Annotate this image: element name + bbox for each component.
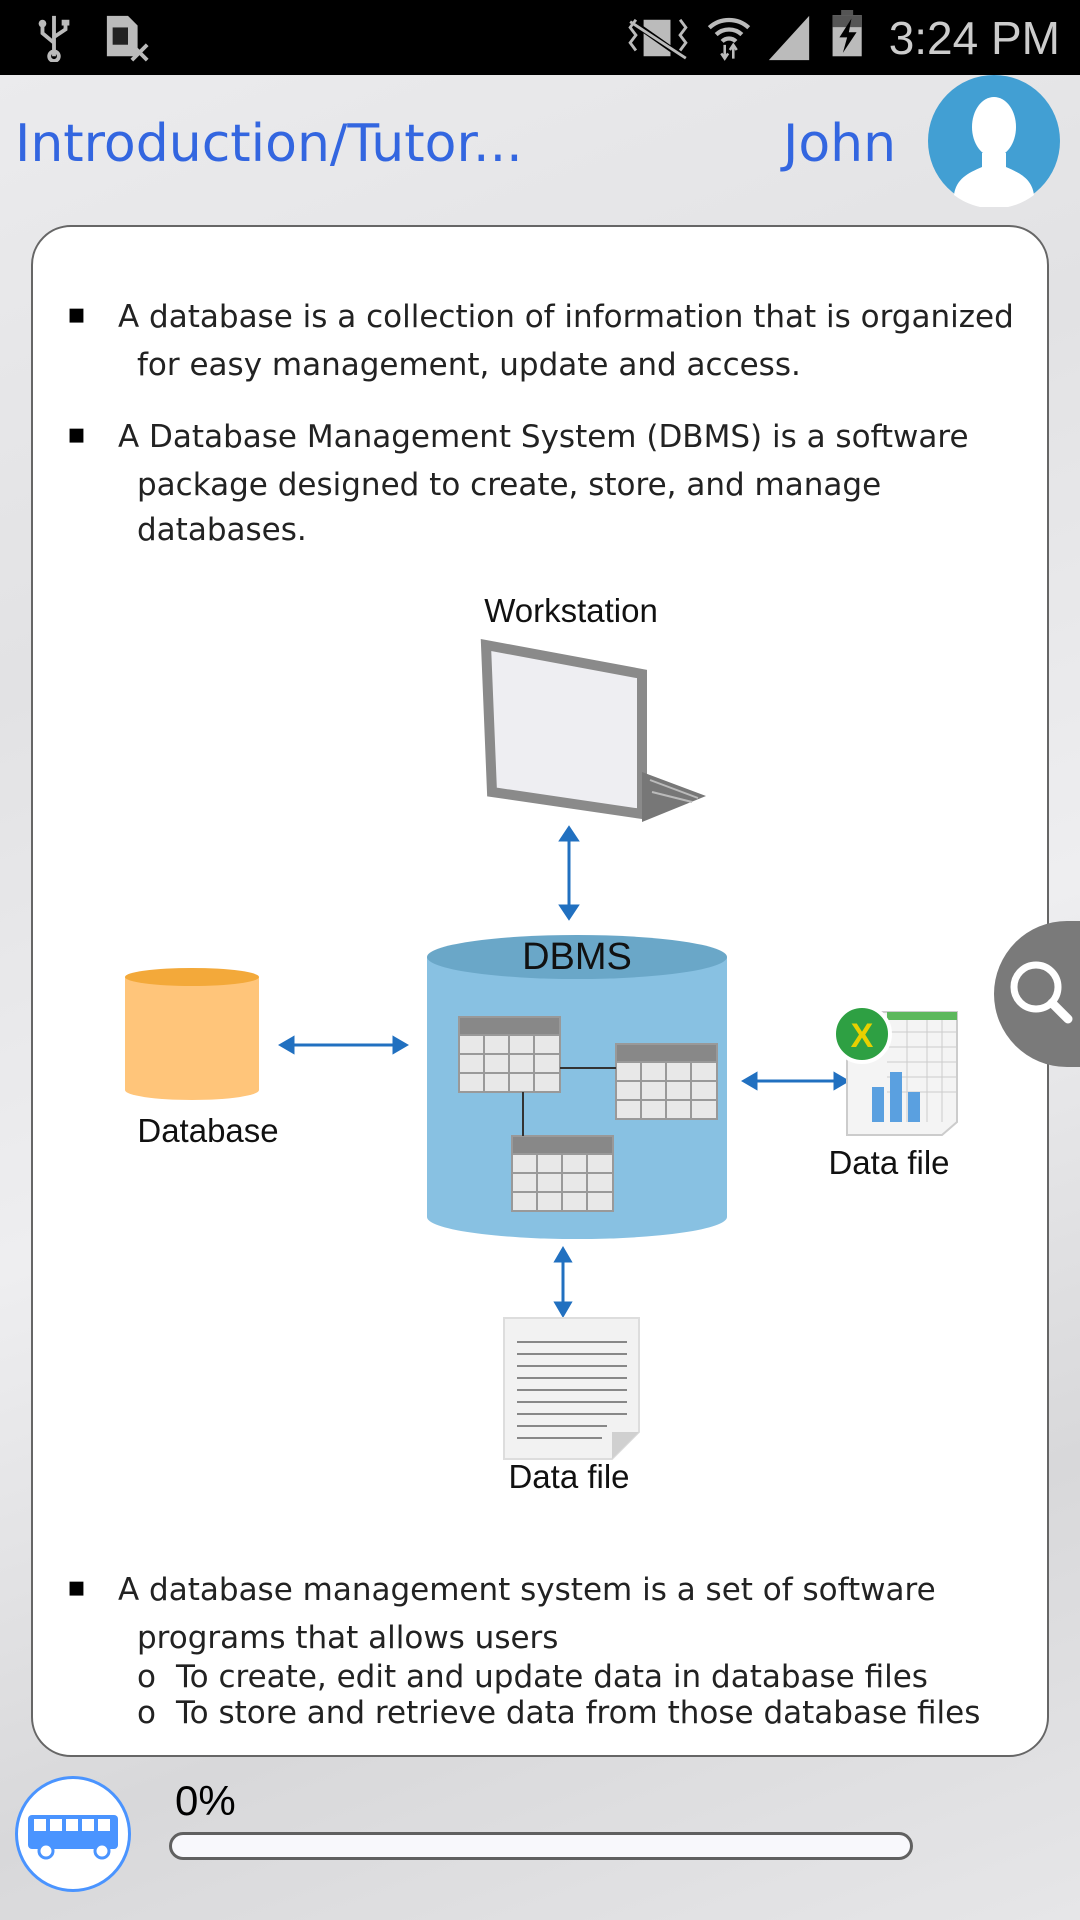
bullet-2-line-2: package designed to create, store, and m… bbox=[137, 467, 882, 503]
sub-marker: o bbox=[137, 1659, 156, 1695]
database-label: Database bbox=[137, 1112, 278, 1149]
sim-missing-icon bbox=[106, 15, 149, 62]
usb-icon bbox=[38, 15, 70, 62]
sub-item-1: To create, edit and update data in datab… bbox=[176, 1659, 928, 1695]
sub-item-2: To store and retrieve data from those da… bbox=[176, 1695, 981, 1731]
workstation-label: Workstation bbox=[484, 592, 658, 629]
vibrate-mute-icon bbox=[628, 18, 688, 61]
database-cylinder-icon bbox=[125, 968, 259, 1100]
table-icon bbox=[615, 1043, 718, 1120]
search-button[interactable] bbox=[994, 921, 1080, 1067]
arrow-dbms-document bbox=[553, 1246, 573, 1318]
table-icon bbox=[511, 1135, 614, 1212]
arrow-database-dbms bbox=[278, 1035, 409, 1055]
clock: 3:24 PM bbox=[888, 12, 1060, 64]
dbms-label: DBMS bbox=[522, 936, 632, 978]
document-icon bbox=[503, 1317, 640, 1460]
content-card: ▪ A database is a collection of informat… bbox=[31, 225, 1049, 1757]
bullet-marker: ▪ bbox=[67, 1570, 86, 1603]
data-file-excel-label: Data file bbox=[828, 1144, 949, 1181]
data-file-document-label: Data file bbox=[508, 1458, 629, 1495]
user-silhouette-icon bbox=[954, 97, 1034, 209]
bus-button[interactable] bbox=[15, 1776, 131, 1892]
dbms-cylinder: DBMS bbox=[427, 935, 727, 1239]
bullet-1-line-2: for easy management, update and access. bbox=[137, 347, 801, 383]
bullet-3-line-1: A database management system is a set of… bbox=[118, 1572, 936, 1608]
progress-text: 0% bbox=[175, 1777, 236, 1824]
bullet-1-line-1: A database is a collection of informatio… bbox=[118, 299, 1014, 335]
wifi-icon bbox=[707, 17, 751, 61]
page-title[interactable]: Introduction/Tutor... bbox=[15, 114, 523, 174]
battery-charging-icon bbox=[832, 10, 862, 57]
dbms-diagram: Workstation DBMS Database bbox=[125, 592, 958, 1495]
bullet-2-line-1: A Database Management System (DBMS) is a… bbox=[118, 419, 969, 455]
bullet-3-line-2: programs that allows users bbox=[137, 1620, 559, 1656]
signal-icon bbox=[768, 15, 810, 61]
laptop-icon bbox=[480, 638, 706, 822]
magnifier-icon bbox=[1010, 961, 1073, 1024]
bullet-marker: ▪ bbox=[67, 417, 86, 450]
bus-icon bbox=[28, 1815, 118, 1860]
arrow-workstation-dbms bbox=[558, 825, 580, 921]
status-bar: 3:24 PM bbox=[0, 0, 1080, 75]
avatar[interactable] bbox=[928, 75, 1060, 209]
sub-marker: o bbox=[137, 1695, 156, 1731]
bullet-2-line-3: databases. bbox=[137, 512, 307, 548]
bullet-marker: ▪ bbox=[67, 297, 86, 330]
user-name[interactable]: John bbox=[783, 114, 897, 174]
arrow-dbms-excel bbox=[741, 1071, 850, 1091]
progress-bar bbox=[169, 1832, 913, 1860]
excel-file-icon: X bbox=[832, 1004, 958, 1136]
table-icon bbox=[458, 1016, 561, 1093]
excel-badge: X bbox=[851, 1017, 874, 1055]
